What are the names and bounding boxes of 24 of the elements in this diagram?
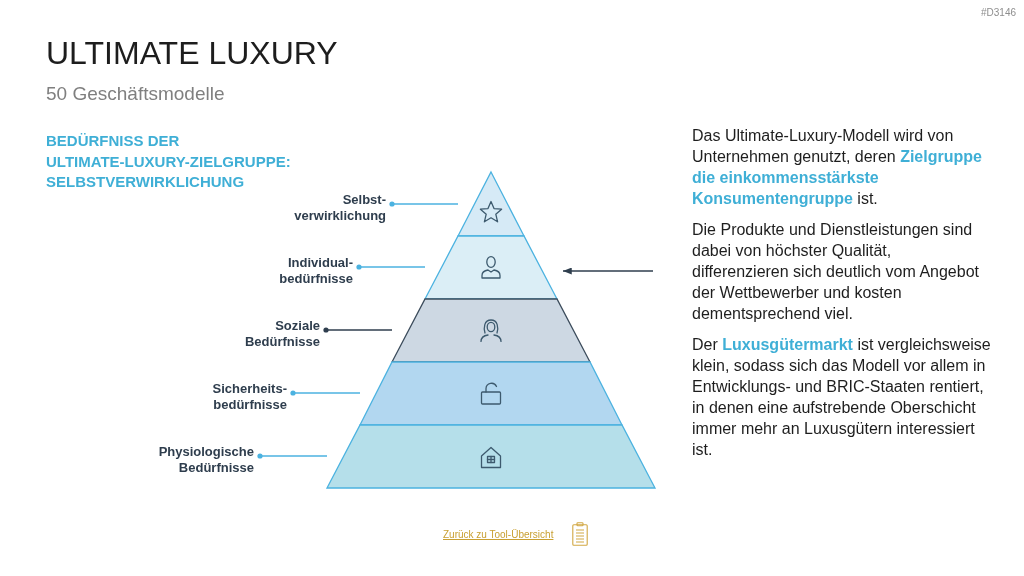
paragraph: Der Luxusgütermarkt ist vergleichsweise klein, sodass sich das Modell vor allem in Entwicklungs- und BRIC-Staaten rentiert, in denen eine aufstrebende Oberschicht immer mehr an Luxusgütern interessiert ist.: [692, 335, 992, 460]
arrow: [562, 267, 654, 275]
level-label: Selbst- verwirklichung: [294, 192, 386, 224]
level-label: Sicherheits- bedürfnisse: [212, 381, 287, 413]
slide-code: #D3146: [980, 7, 1016, 19]
level-label: Individual- bedürfnisse: [279, 255, 353, 287]
leader-line: [323, 327, 393, 333]
leader-line: [389, 201, 459, 207]
back-link: Zurück zu Tool-Übersicht: [443, 528, 554, 541]
leader-line: [290, 390, 361, 396]
section-heading: BEDÜRFNISS DER ULTIMATE-LUXURY-ZIELGRUPPE: SELBSTVERWIRKLICHUNG: [46, 131, 292, 192]
pyramid-level: [392, 299, 590, 362]
pyramid-level: [458, 172, 524, 236]
paragraph: Die Produkte und Dienstleistungen sind dabei von höchster Qualität, differenzieren sich deutlich vom Angebot der Wettbewerber und kosten dementsprechend viel.: [692, 220, 980, 324]
title: ULTIMATE LUXURY: [46, 36, 338, 70]
leader-line: [356, 264, 426, 270]
pyramid-level: [327, 425, 655, 488]
subtitle: 50 Geschäftsmodelle: [46, 82, 225, 106]
level-label: Physiologische Bedürfnisse: [158, 444, 254, 476]
pyramid-level: [425, 236, 557, 299]
level-label: Soziale Bedürfnisse: [244, 318, 320, 350]
pyramid-level: [360, 362, 622, 425]
paragraph: Das Ultimate-Luxury-Modell wird von Unternehmen genutzt, deren Zielgruppe die einkommensstärkste Konsumentengruppe ist.: [692, 126, 983, 209]
leader-line: [257, 453, 328, 459]
